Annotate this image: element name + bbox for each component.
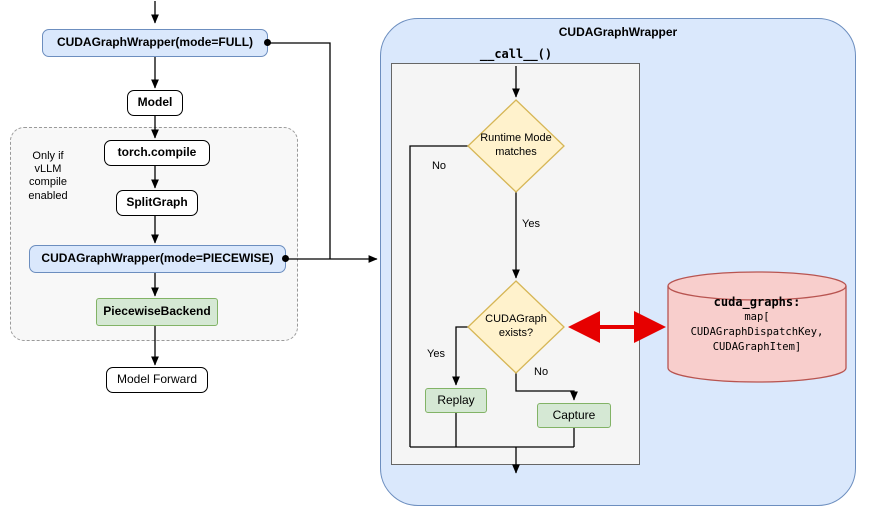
capture-label: Capture [552, 407, 596, 422]
piecewise-wrapper-label: CUDAGraphWrapper(mode=PIECEWISE) [41, 251, 274, 266]
store-line-1: map[ [744, 311, 770, 323]
torch-compile-label: torch.compile [117, 145, 197, 160]
piecewise-backend-node: PiecewiseBackend [96, 298, 218, 326]
compile-condition-note: Only if vLLM compile enabled [16, 150, 80, 203]
replay-label: Replay [437, 392, 475, 407]
cudagraph-exists-text: CUDAGraph exists? [485, 313, 547, 339]
piecewise-wrapper-port-dot [282, 255, 289, 262]
panel-title: CUDAGraphWrapper [558, 25, 678, 39]
store-line-2: CUDAGraphDispatchKey, [690, 326, 824, 338]
note-line-1: Only if [32, 150, 64, 162]
store-title: cuda_graphs: [713, 295, 801, 309]
piecewise-wrapper-node: CUDAGraphWrapper(mode=PIECEWISE) [29, 245, 286, 273]
exists-yes-label: Yes [427, 348, 445, 360]
exists-no-label: No [534, 366, 549, 378]
model-forward-label: Model Forward [116, 372, 198, 387]
full-wrapper-port-dot [264, 39, 271, 46]
cuda-graphs-store-text: cuda_graphs: map[ CUDAGraphDispatchKey, … [668, 294, 846, 355]
note-line-2: vLLM [34, 163, 62, 176]
replay-node: Replay [425, 388, 487, 413]
note-line-3: compile [29, 176, 67, 189]
split-graph-node: SplitGraph [116, 190, 198, 216]
capture-node: Capture [537, 403, 611, 428]
call-entry-label: __call__() [479, 47, 553, 61]
split-graph-label: SplitGraph [126, 195, 188, 210]
piecewise-backend-label: PiecewiseBackend [103, 304, 211, 319]
runtime-no-label: No [431, 160, 447, 172]
runtime-mode-text: Runtime Mode matches [480, 132, 552, 158]
note-line-4: enabled [28, 189, 68, 202]
full-wrapper-node: CUDAGraphWrapper(mode=FULL) [42, 29, 268, 57]
full-wrapper-label: CUDAGraphWrapper(mode=FULL) [56, 35, 254, 50]
model-node: Model [127, 90, 183, 116]
store-line-3: CUDAGraphItem] [712, 341, 802, 353]
runtime-yes-label: Yes [522, 218, 540, 230]
torch-compile-node: torch.compile [104, 140, 210, 166]
model-forward-node: Model Forward [106, 367, 208, 393]
model-label: Model [137, 95, 173, 110]
